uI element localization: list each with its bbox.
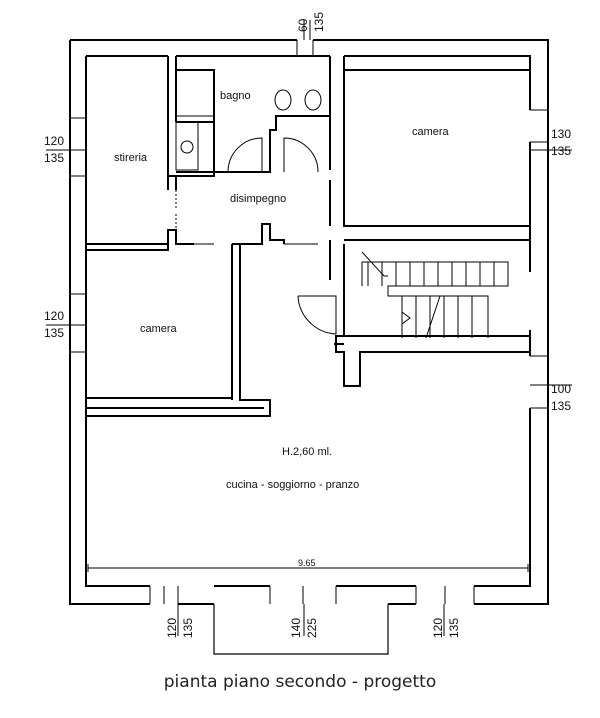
wall-disimpegno <box>86 223 285 417</box>
bottom-window-left <box>149 586 179 604</box>
left-window-stireria <box>70 117 86 177</box>
dim-bottom-center-b: 225 <box>305 618 319 638</box>
toilet-icon <box>304 89 322 111</box>
wall-stair <box>334 244 530 387</box>
wall-camera-top <box>329 56 531 280</box>
balcony <box>213 604 389 655</box>
door-camera-top <box>283 137 319 173</box>
wall-camera-left <box>86 244 232 399</box>
dim-left-camera-a: 120 <box>44 309 64 323</box>
dim-right-living-a: 100 <box>551 382 571 396</box>
room-label-living: cucina - soggiorno - pranzo <box>226 479 359 491</box>
room-label-camera-left: camera <box>140 323 178 335</box>
dim-bottom-center-a: 140 <box>289 618 303 638</box>
room-label-bagno: bagno <box>220 90 251 102</box>
right-window-camera <box>530 109 548 143</box>
dim-width: 9.65 <box>298 558 316 568</box>
plan-caption: pianta piano secondo - progetto <box>163 672 437 692</box>
room-label-camera-top: camera <box>412 126 450 138</box>
room-height-label: H.2,60 ml. <box>282 446 332 458</box>
dim-right-camera-b: 135 <box>551 144 571 158</box>
bidet-icon <box>274 89 292 111</box>
room-label-disimpegno: disimpegno <box>230 193 286 205</box>
dim-bottom-right-a: 120 <box>431 618 445 638</box>
dim-right-camera-a: 130 <box>551 127 571 141</box>
staircase <box>361 251 509 339</box>
shower <box>175 121 199 171</box>
dim-bottom-left-b: 135 <box>181 618 195 638</box>
bath <box>175 69 215 117</box>
outer-wall <box>69 39 549 605</box>
dim-leaders <box>46 20 572 636</box>
shower-drain-icon <box>180 140 194 154</box>
door-bagno <box>227 137 263 173</box>
left-window-camera <box>70 293 86 353</box>
door-disimpegno-living <box>297 295 337 335</box>
bottom-window-right <box>415 586 475 604</box>
top-window <box>296 40 314 56</box>
dim-left-camera-b: 135 <box>44 326 64 340</box>
dim-top-b: 135 <box>312 12 326 32</box>
dim-bottom-right-b: 135 <box>447 618 461 638</box>
bottom-window-center <box>269 586 337 604</box>
width-dimension-line <box>87 564 529 572</box>
dim-bottom-left-a: 120 <box>165 618 179 638</box>
right-window-living <box>530 355 548 409</box>
dim-top-a: 60 <box>296 18 310 32</box>
dim-left-stireria-b: 135 <box>44 151 64 165</box>
outer-wall-inner <box>85 55 531 587</box>
wall-stireria <box>86 56 194 245</box>
dim-right-living-b: 135 <box>551 399 571 413</box>
room-label-stireria: stireria <box>114 152 148 164</box>
dim-left-stireria-a: 120 <box>44 134 64 148</box>
